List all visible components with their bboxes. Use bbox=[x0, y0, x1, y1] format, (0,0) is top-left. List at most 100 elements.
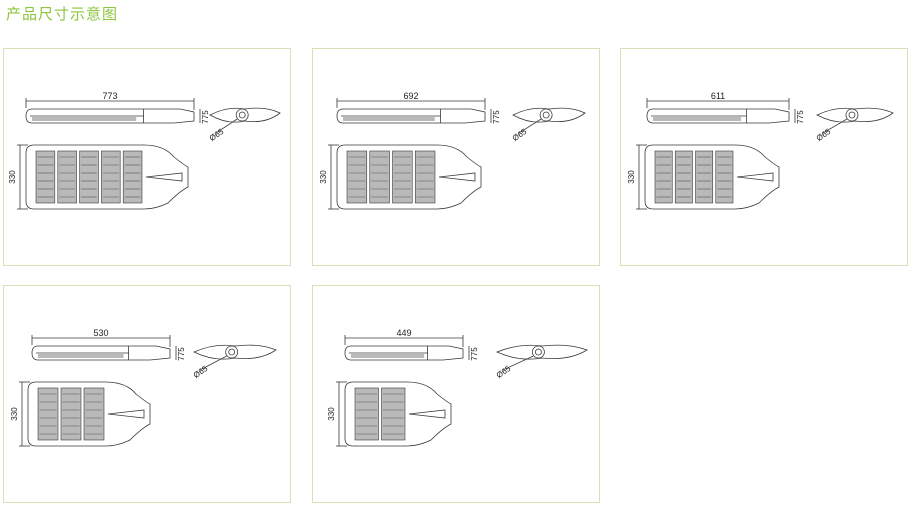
pole-ring-outer bbox=[531, 345, 545, 359]
pole-ring-outer bbox=[845, 108, 859, 122]
side-view-lens bbox=[38, 354, 124, 358]
led-module bbox=[122, 150, 143, 204]
side-view-lens bbox=[343, 117, 435, 121]
front-view-body bbox=[25, 144, 189, 210]
diameter-label: Ø65 bbox=[208, 127, 226, 143]
front-view-body bbox=[344, 381, 452, 447]
height-label: 775 bbox=[201, 110, 210, 124]
top-view: Ø65 bbox=[192, 344, 277, 380]
side-view-lens bbox=[653, 117, 742, 121]
width-label: 330 bbox=[327, 407, 336, 421]
front-view: 330 bbox=[319, 144, 482, 210]
front-view: 330 bbox=[627, 144, 780, 210]
front-view-pole-slot bbox=[736, 172, 774, 182]
side-view: 692 775 bbox=[336, 91, 501, 124]
front-view-pole-slot bbox=[107, 409, 145, 419]
panel-model-3: 611 775 Ø65 330 bbox=[620, 48, 908, 266]
side-view-lens bbox=[32, 117, 137, 121]
width-label: 330 bbox=[627, 170, 636, 184]
side-view-body bbox=[646, 108, 790, 124]
side-view-body bbox=[31, 345, 171, 361]
pole-ring-inner bbox=[848, 111, 856, 119]
length-label: 692 bbox=[403, 91, 418, 101]
width-label: 330 bbox=[10, 407, 19, 421]
lamp-dimension-drawing: 530 775 Ø65 330 bbox=[10, 328, 277, 447]
diameter-leader-line bbox=[199, 355, 227, 371]
side-view: 611 775 bbox=[646, 91, 805, 124]
led-module bbox=[346, 150, 368, 204]
height-label: 775 bbox=[492, 110, 501, 124]
diameter-leader-line bbox=[502, 355, 534, 371]
pole-ring-inner bbox=[542, 111, 550, 119]
width-label: 330 bbox=[319, 170, 328, 184]
panel-model-4: 530 775 Ø65 330 bbox=[3, 285, 291, 503]
led-module bbox=[674, 150, 693, 204]
height-label: 775 bbox=[177, 347, 186, 361]
led-module bbox=[79, 150, 99, 204]
front-view-body bbox=[644, 144, 780, 210]
page-title: 产品尺寸示意图 bbox=[6, 5, 119, 23]
top-view-outline bbox=[512, 107, 586, 123]
front-view-body bbox=[336, 144, 482, 210]
led-module bbox=[37, 387, 59, 441]
length-label: 611 bbox=[711, 91, 725, 101]
front-view: 330 bbox=[10, 381, 151, 447]
length-label: 773 bbox=[102, 91, 117, 101]
side-view-body bbox=[25, 108, 195, 124]
pole-ring-inner bbox=[228, 348, 236, 356]
front-view-pole-slot bbox=[145, 172, 183, 182]
led-module bbox=[101, 150, 121, 204]
led-module bbox=[695, 150, 714, 204]
length-label: 449 bbox=[396, 328, 411, 338]
diameter-leader-line bbox=[518, 118, 542, 134]
side-view-body bbox=[336, 108, 486, 124]
top-view-outline bbox=[209, 107, 281, 123]
front-view: 330 bbox=[327, 381, 452, 447]
front-view-body bbox=[27, 381, 151, 447]
led-module bbox=[392, 150, 413, 204]
top-view-outline bbox=[193, 344, 277, 360]
side-view: 449 775 bbox=[344, 328, 479, 361]
height-label: 775 bbox=[796, 110, 805, 124]
front-view: 330 bbox=[8, 144, 189, 210]
diameter-label: Ø65 bbox=[511, 127, 529, 143]
height-label: 775 bbox=[470, 347, 479, 361]
led-module bbox=[35, 150, 56, 204]
side-view: 773 775 bbox=[25, 91, 210, 124]
side-view-lens bbox=[351, 354, 425, 358]
pole-ring-inner bbox=[534, 348, 542, 356]
led-module bbox=[715, 150, 734, 204]
length-label: 530 bbox=[93, 328, 108, 338]
diameter-leader-line bbox=[822, 118, 848, 134]
led-module bbox=[354, 387, 379, 441]
led-module bbox=[414, 150, 436, 204]
pole-ring-outer bbox=[539, 108, 553, 122]
side-view: 530 775 bbox=[31, 328, 186, 361]
top-view: Ø65 bbox=[815, 107, 894, 143]
diameter-leader-line bbox=[215, 118, 238, 134]
top-view: Ø65 bbox=[511, 107, 586, 143]
pole-ring-outer bbox=[225, 345, 239, 359]
led-module bbox=[654, 150, 673, 204]
top-view: Ø65 bbox=[495, 344, 588, 380]
top-view-outline bbox=[495, 344, 588, 360]
top-view: Ø65 bbox=[208, 107, 281, 143]
led-module bbox=[83, 387, 105, 441]
pole-ring-inner bbox=[238, 111, 246, 119]
front-view-pole-slot bbox=[438, 172, 476, 182]
led-module bbox=[57, 150, 77, 204]
led-module bbox=[60, 387, 82, 441]
width-label: 330 bbox=[8, 170, 17, 184]
front-view-pole-slot bbox=[408, 409, 446, 419]
diameter-label: Ø65 bbox=[495, 364, 513, 380]
led-module bbox=[381, 387, 406, 441]
led-module bbox=[369, 150, 390, 204]
pole-ring-outer bbox=[235, 108, 249, 122]
lamp-dimension-drawing: 611 775 Ø65 330 bbox=[627, 91, 894, 210]
